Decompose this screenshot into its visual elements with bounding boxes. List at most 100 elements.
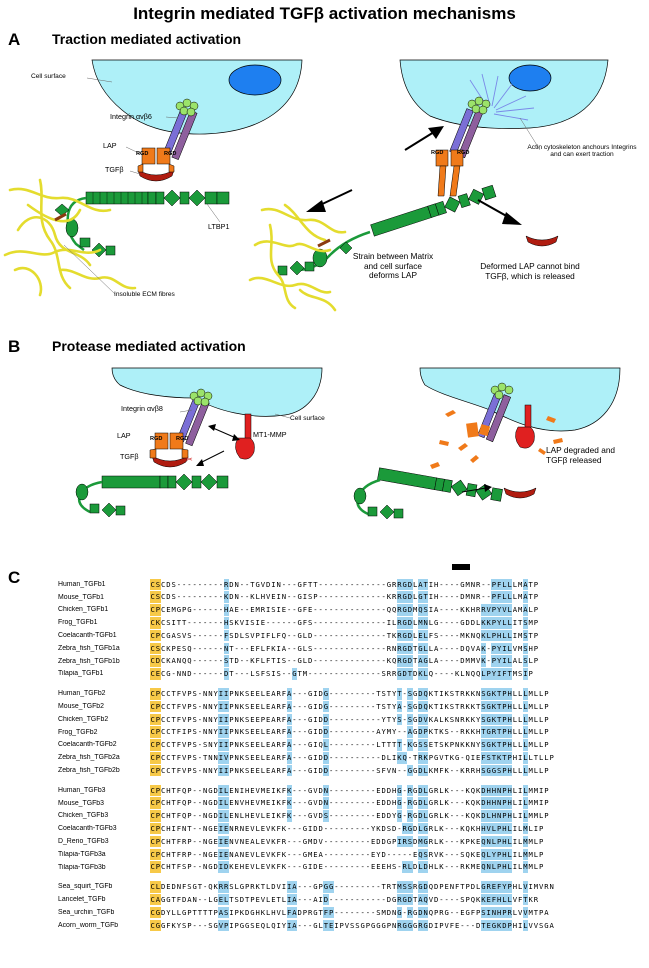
- panel-b-letter: B: [8, 337, 21, 356]
- lap-a-left: [137, 147, 175, 182]
- cell-body-b-right: [419, 367, 621, 432]
- mt1mmp-b-right: [515, 404, 535, 449]
- lap-b-left: [149, 432, 189, 468]
- leader-ltbp1-a: [206, 203, 221, 223]
- sequence-name: Coelacanth-TGFb1: [58, 632, 117, 640]
- nucleus-a-right: [508, 64, 552, 92]
- label-rgd-a-1: RGD: [136, 151, 149, 157]
- integrin-b-left: [176, 388, 213, 447]
- ecm-fibres-a-right: [248, 203, 347, 312]
- sequence-name: Chicken_TGFb2: [58, 715, 109, 723]
- panel-a-letter: A: [8, 30, 21, 49]
- leader-integrin-b: [179, 409, 193, 413]
- ecm-fibres-a-left: [3, 178, 137, 297]
- sequence-name: Zebra_fish_TGFb2b: [58, 767, 120, 775]
- label-lap-b: LAP: [117, 431, 131, 440]
- sequence-name: Mouse_TGFb2: [58, 703, 104, 711]
- ltbp1-chain-b-left: [101, 473, 229, 491]
- mt1mmp-b-left: [235, 413, 255, 460]
- label-mt1mmp: MT1-MMP: [253, 430, 287, 439]
- label-strain: Strain between Matrix and cell surface d…: [352, 251, 434, 281]
- sequence-name: Frog_TGFb1: [58, 619, 98, 627]
- label-cell-surface-a: Cell surface: [31, 73, 66, 80]
- label-rgd-a-3: RGD: [431, 150, 444, 156]
- nucleus-a-left: [228, 64, 282, 96]
- sequence-name: Zebra_fish_TGFb2a: [58, 754, 120, 762]
- ltbp1-grid-lines: [92, 192, 143, 204]
- sequence-name: Coelacanth-TGFb2: [58, 741, 117, 749]
- tgfb-released-b: [503, 487, 537, 499]
- label-rgd-b-2: RGD: [176, 436, 189, 442]
- lap-a-right: [435, 149, 464, 197]
- panel-c-letter: C: [8, 568, 21, 587]
- label-integrin-a: Integrin αvβ6: [110, 112, 152, 121]
- leader-cell-a: [86, 77, 113, 83]
- sequence-name: Tilapia_TGFb1: [58, 670, 104, 678]
- sequence-name: Sea_squirt_TGFb: [58, 883, 113, 891]
- sequence-name: Acorn_worm_TGFb: [58, 921, 119, 929]
- label-deformed: Deformed LAP cannot bind TGFβ, which is …: [480, 261, 580, 281]
- integrin-a-left: [162, 98, 199, 161]
- sequence-name: Human_TGFb1: [58, 580, 106, 588]
- scissors-mark: ✂: [186, 455, 193, 464]
- label-ltbp1: LTBP1: [208, 222, 230, 231]
- rgd-marker-bar: [452, 564, 470, 570]
- panel-b-title: Protease mediated activation: [52, 338, 246, 354]
- label-degraded: LAP degraded and TGFβ released: [546, 445, 616, 465]
- ltbp1-chain-a-left: [85, 189, 230, 207]
- label-rgd-b-1: RGD: [150, 436, 163, 442]
- lap-fragments-b: [430, 410, 563, 469]
- leader-tgfb-a: [129, 170, 141, 175]
- sequence-name: Tilapia-TGFb3a: [58, 850, 106, 858]
- figure-title: Integrin mediated TGFβ activation mechan…: [133, 4, 516, 23]
- label-lap-a: LAP: [103, 141, 117, 150]
- ltbp1-chain-a-right: [370, 184, 497, 237]
- label-ecm: Insoluble ECM fibres: [114, 291, 175, 298]
- ecm-anchor-a-right: [317, 238, 331, 248]
- sequence-name: Mouse_TGFb1: [58, 593, 104, 601]
- label-cell-surface-b: Cell surface: [290, 415, 325, 422]
- arrow-b-right: [461, 484, 492, 493]
- label-tgfb-a: TGFβ: [105, 165, 124, 174]
